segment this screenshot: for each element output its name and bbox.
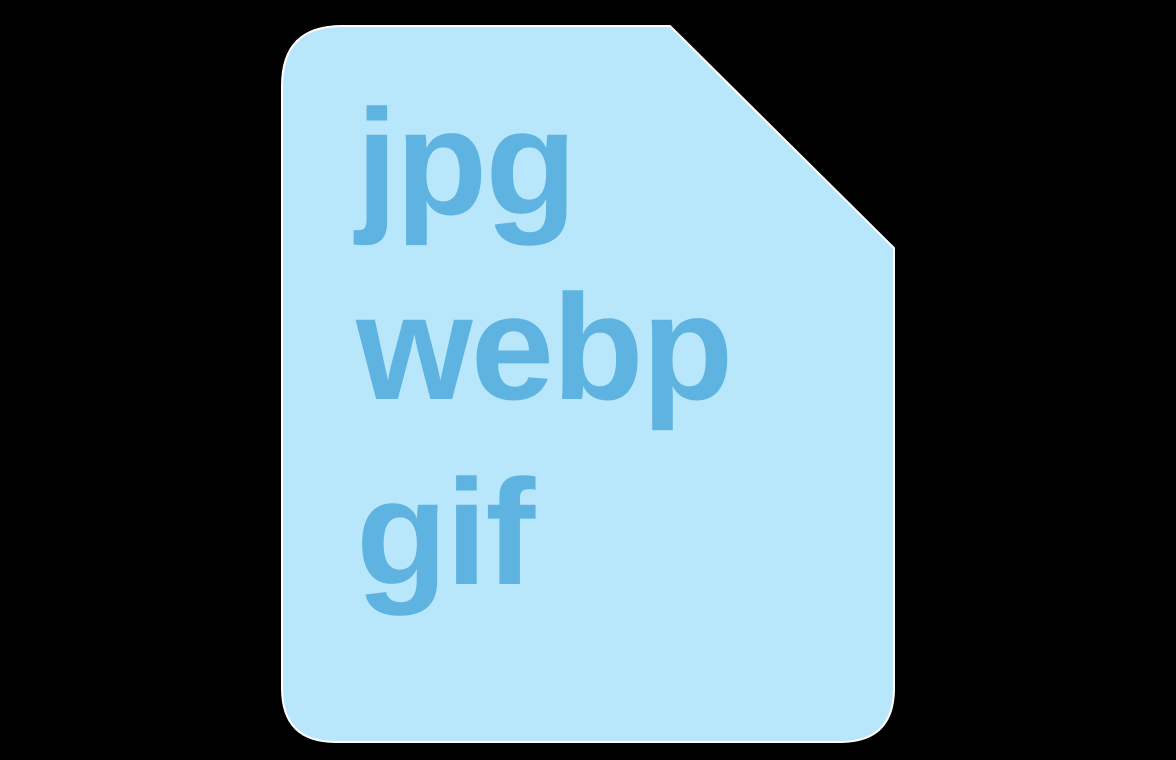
format-label-jpg: jpg [356,78,577,246]
format-label-gif: gif [356,448,535,616]
format-label-webp: webp [356,263,733,431]
format-list: jpg webp gif [356,70,733,625]
